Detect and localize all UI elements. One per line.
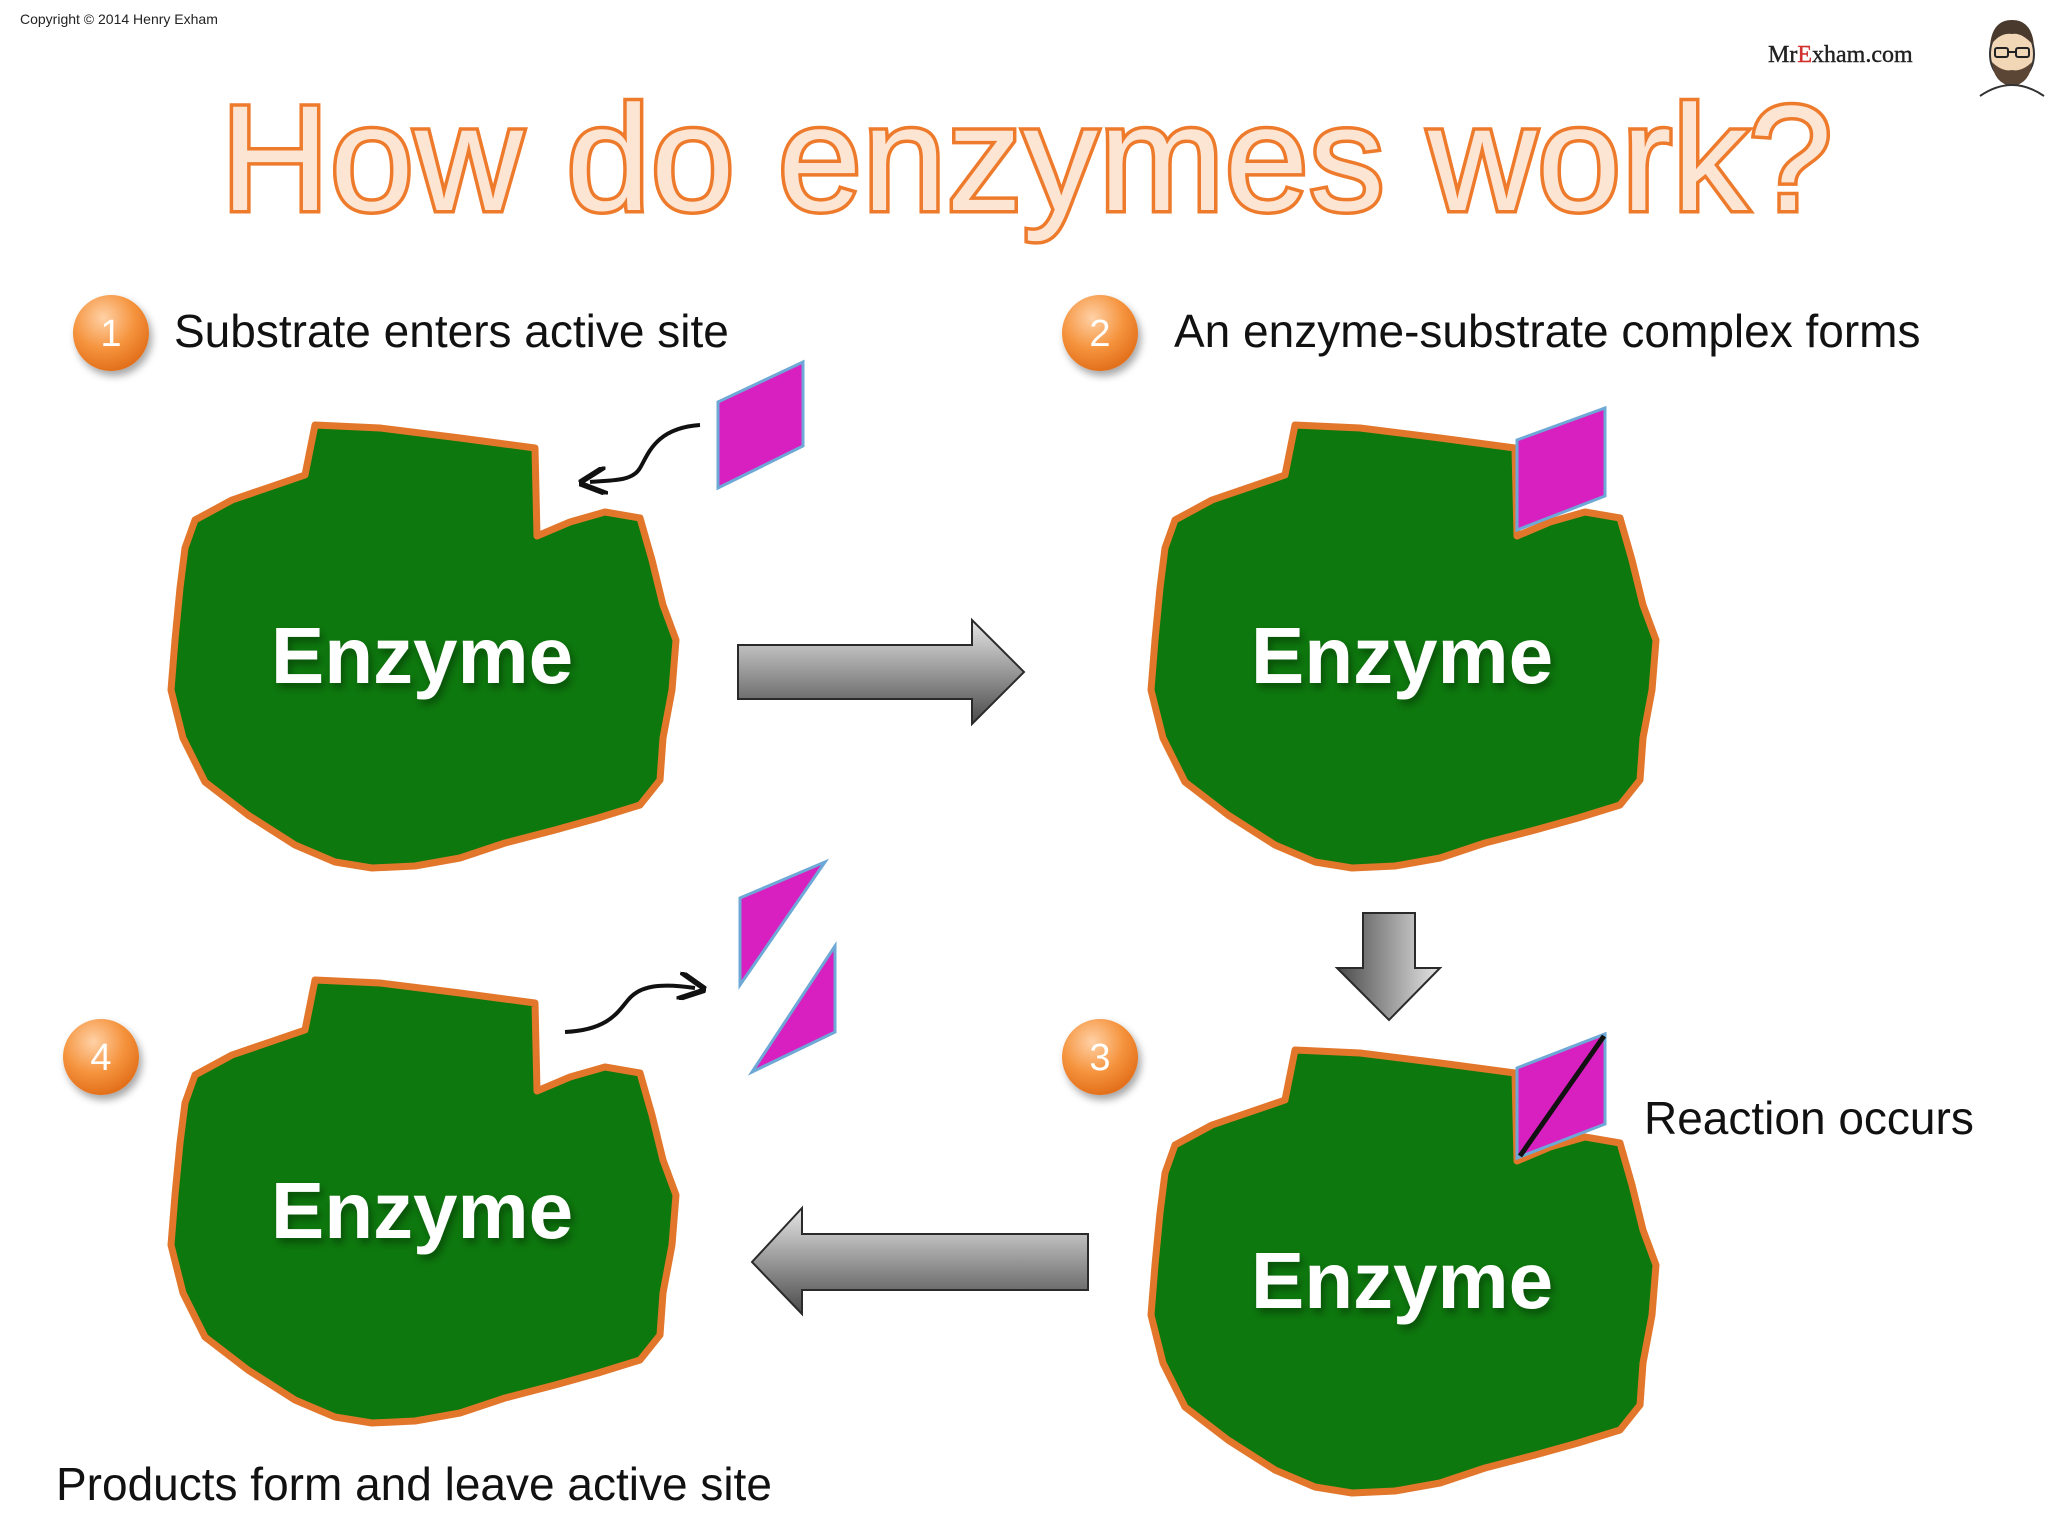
brand-logo-text: MrExham.com [1768,42,1913,68]
product-piece-bottom [747,940,837,1076]
step-3-badge [1062,1019,1138,1095]
enzyme-step-1: Enzyme [171,425,676,868]
step-2-badge [1062,295,1138,371]
enzyme-label-3: Enzyme [1251,1236,1553,1325]
step-3-number: 3 [1089,1037,1110,1079]
copyright-text: Copyright © 2014 Henry Exham [20,11,218,27]
enzyme-step-4: Enzyme [171,980,676,1423]
step-2-caption: An enzyme-substrate complex forms [1174,305,1921,357]
bound-substrate [1515,405,1607,533]
step-4-caption: Products form and leave active site [56,1458,772,1510]
product-piece-top [738,858,830,990]
bond-break-line [1517,1034,1607,1158]
step-1-number: 1 [100,313,121,355]
step-4-badge [63,1019,139,1095]
enzyme-label-2: Enzyme [1251,611,1553,700]
step-3-caption: Reaction occurs [1644,1092,1974,1144]
author-avatar-icon [1979,20,2045,97]
arrow-step-1-to-2 [737,617,1026,727]
enzyme-step-2: Enzyme [1151,425,1656,868]
enzyme-step-3: Enzyme [1151,1050,1656,1493]
step-4-number: 4 [90,1037,111,1079]
product-exit-arrow [564,986,695,1034]
enzyme-label-4: Enzyme [271,1166,573,1255]
step-2-number: 2 [1089,313,1110,355]
slide-title: How do enzymes work? [221,74,1833,242]
arrow-step-3-to-4 [750,1205,1089,1317]
arrow-step-2-to-3 [1334,912,1443,1022]
step-1-badge [73,295,149,371]
enzyme-label-1: Enzyme [271,611,573,700]
substrate-shape [716,359,805,491]
substrate-entry-arrow [590,423,701,482]
step-1-caption: Substrate enters active site [174,305,729,357]
